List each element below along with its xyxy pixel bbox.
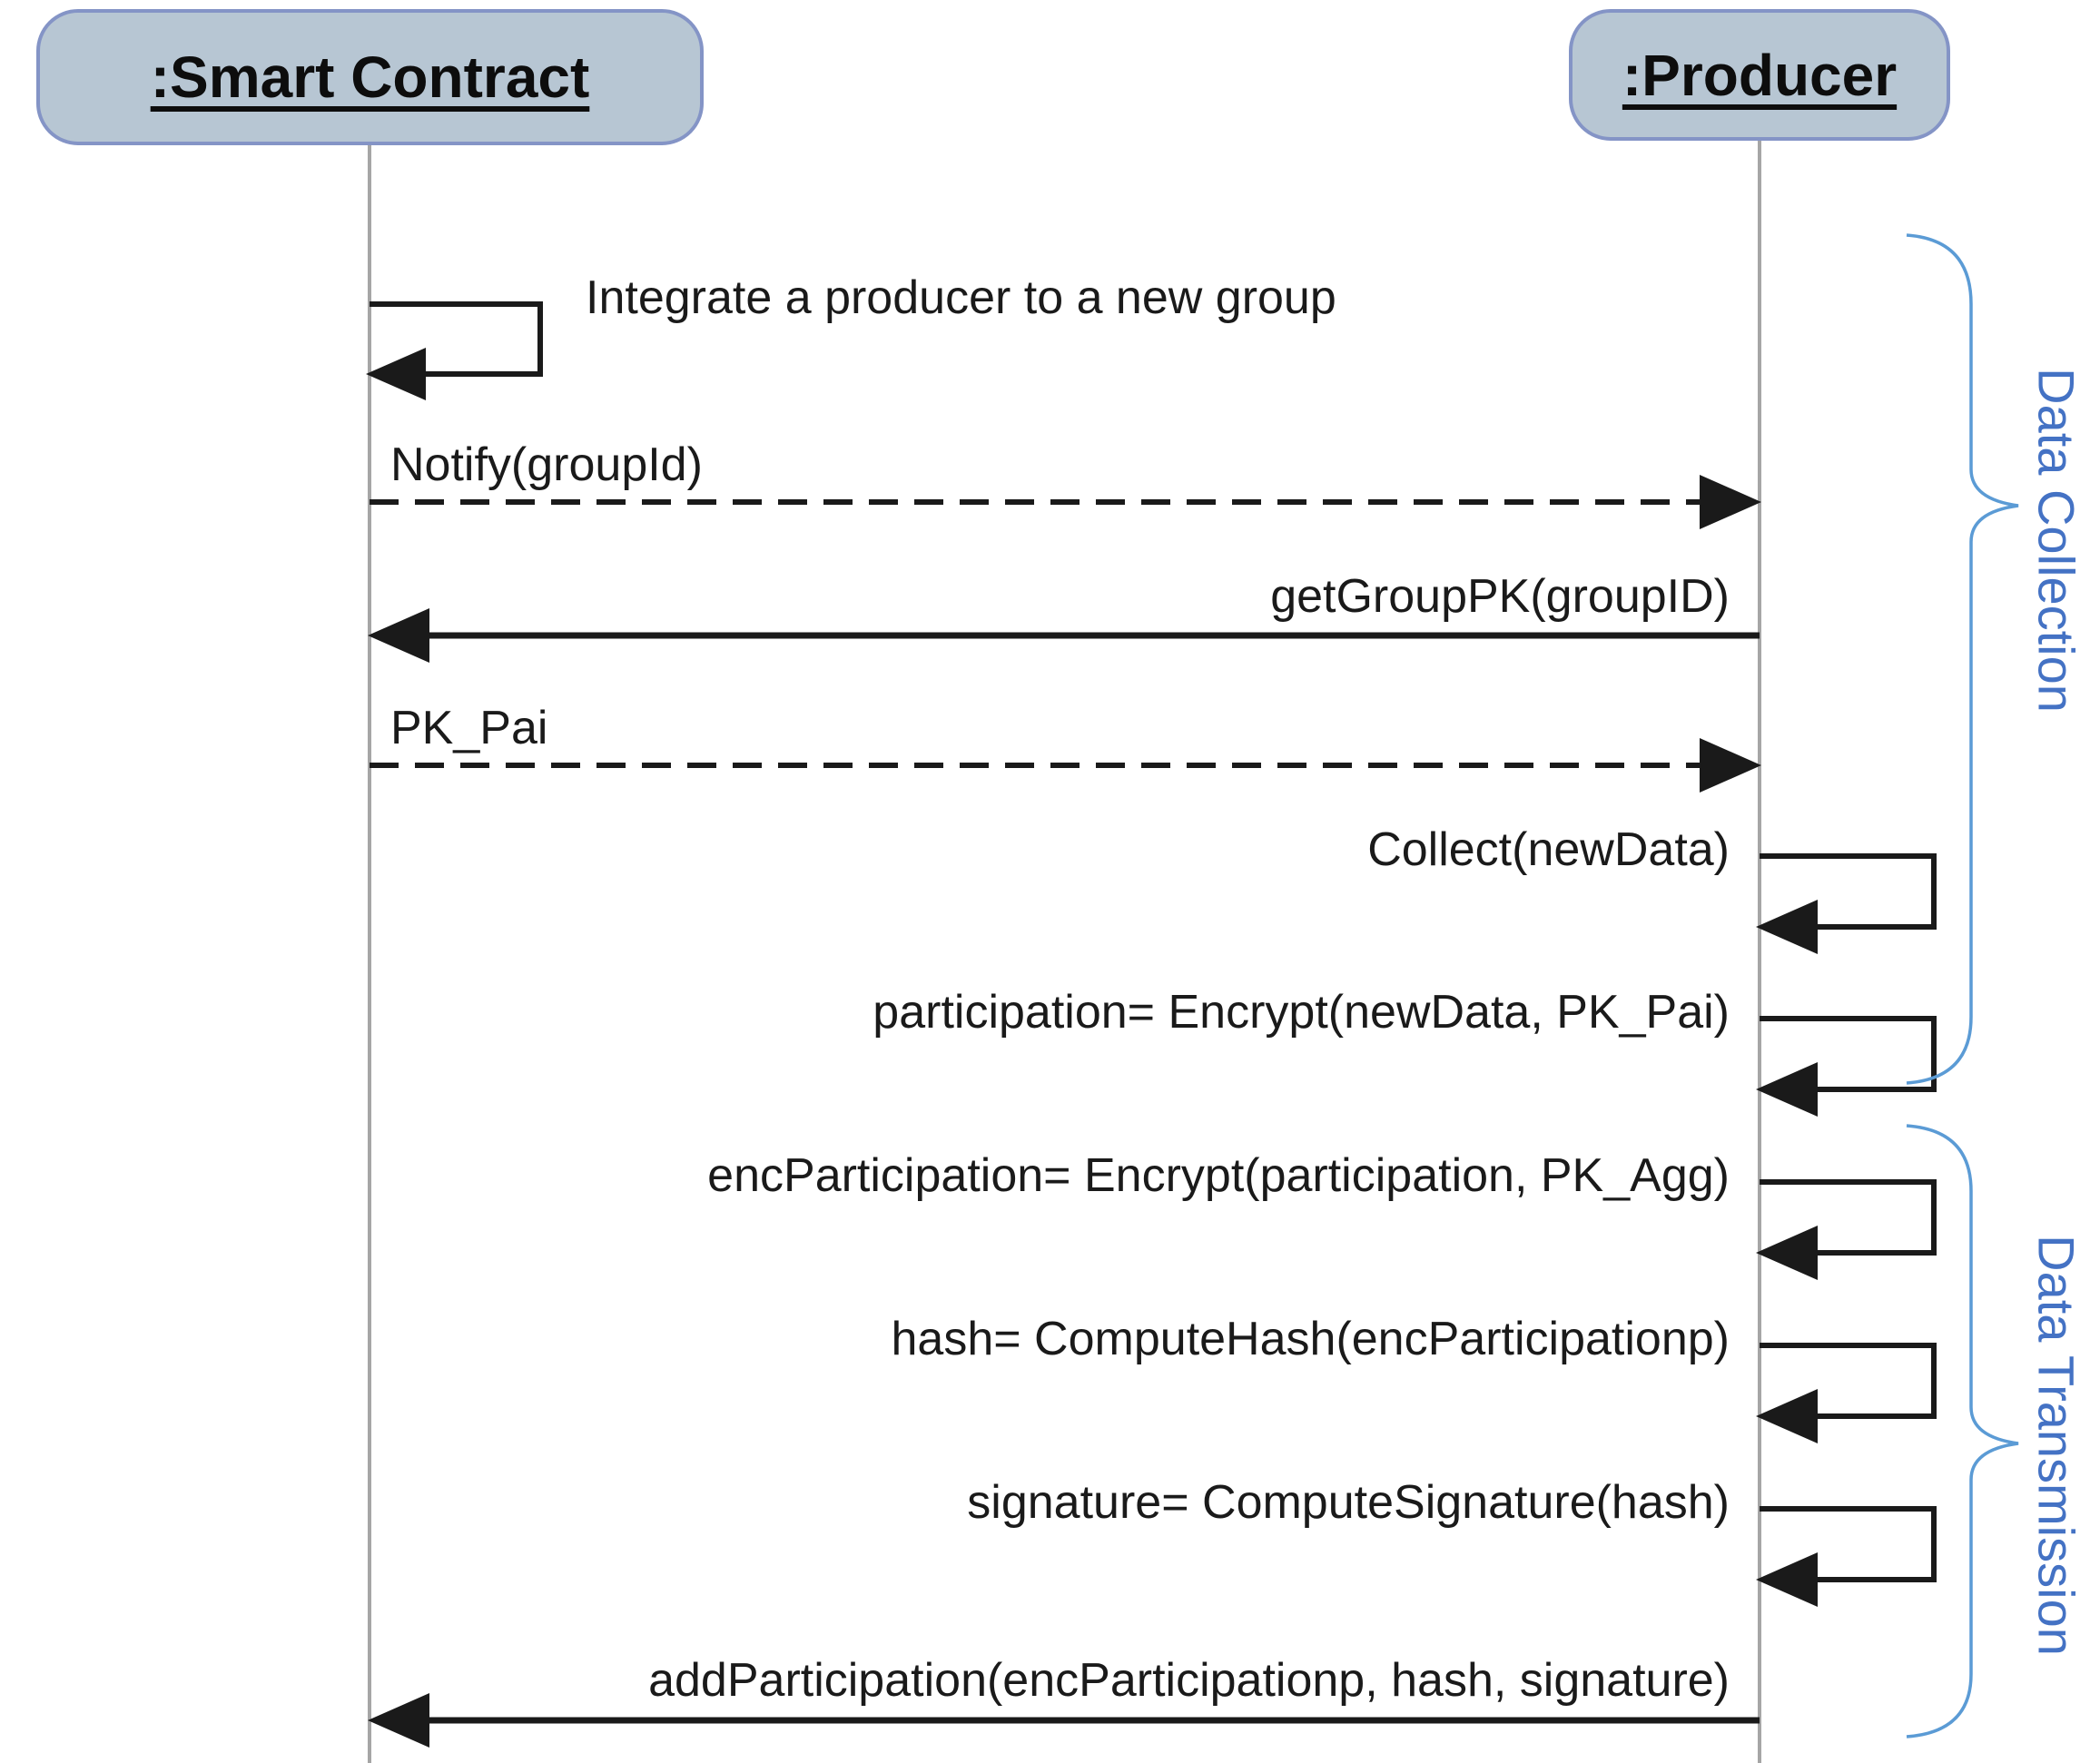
actor-smart-contract: :Smart Contract <box>36 9 704 145</box>
message-label-computehash: hash= ComputeHash(encParticipationp) <box>891 1313 1730 1365</box>
self-message-computesignature <box>1756 1506 1937 1607</box>
message-label-addparticipation: addParticipation(encParticipationp, hash… <box>648 1654 1730 1707</box>
arrowhead-icon <box>1756 1389 1818 1443</box>
message-arrow-addparticipation <box>368 1693 1760 1748</box>
actor-producer: :Producer <box>1569 9 1950 141</box>
arrowhead-icon <box>1700 738 1761 793</box>
actor-smart-contract-label: :Smart Contract <box>150 44 590 110</box>
arrowhead-icon <box>1756 900 1818 954</box>
arrowhead-icon <box>1756 1552 1818 1607</box>
message-label-encrypt-participation: participation= Encrypt(newData, PK_Pai) <box>873 986 1730 1039</box>
message-arrow-pkpai <box>370 738 1761 793</box>
message-label-integrate-producer: Integrate a producer to a new group <box>586 271 1336 324</box>
self-message-computehash <box>1756 1343 1937 1443</box>
data-transmission-brace <box>1906 1124 2019 1738</box>
self-message-encrypt-encparticipation <box>1756 1179 1937 1280</box>
arrowhead-icon <box>1756 1062 1818 1117</box>
message-arrow-getgrouppk <box>368 608 1760 663</box>
message-label-encrypt-encparticipation: encParticipation= Encrypt(participation,… <box>707 1149 1730 1202</box>
message-label-pkpai: PK_Pai <box>390 702 548 754</box>
arrowhead-icon <box>366 348 426 400</box>
phase-label-data-collection: Data Collection <box>2027 368 2085 713</box>
self-message-integrate-producer <box>366 301 543 400</box>
arrowhead-icon <box>1756 1226 1818 1280</box>
arrowhead-icon <box>1700 475 1761 529</box>
message-label-notify: Notify(groupId) <box>390 438 703 491</box>
self-message-encrypt-participation <box>1756 1016 1937 1117</box>
message-label-computesignature: signature= ComputeSignature(hash) <box>967 1476 1730 1529</box>
message-label-getgrouppk: getGroupPK(groupID) <box>1270 570 1730 623</box>
actor-producer-label: :Producer <box>1622 42 1898 108</box>
message-arrow-notify <box>370 475 1761 529</box>
arrowhead-icon <box>368 1693 429 1748</box>
phase-label-data-transmission: Data Transmission <box>2027 1235 2085 1656</box>
data-collection-brace <box>1906 233 2019 1085</box>
self-message-collect <box>1756 853 1937 954</box>
message-label-collect: Collect(newData) <box>1367 823 1730 876</box>
arrowhead-icon <box>368 608 429 663</box>
